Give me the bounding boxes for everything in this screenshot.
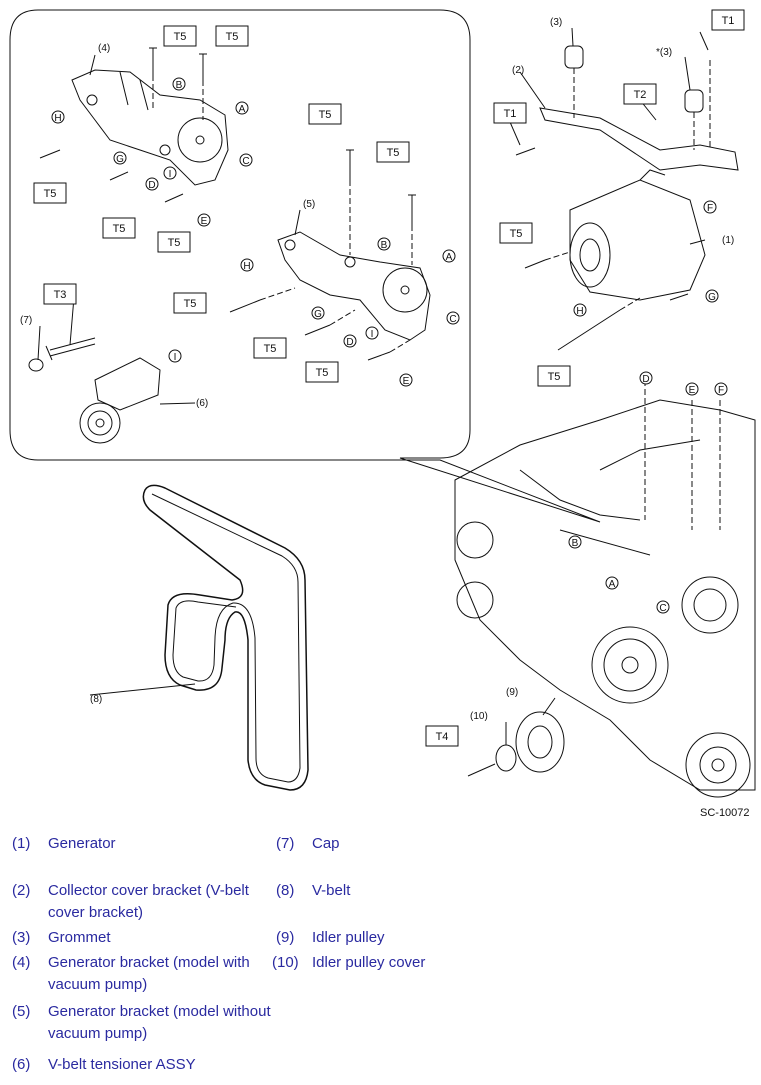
torque-tag: T1 [504,108,517,120]
letter-marker: B [176,80,183,91]
part-callout: (10) [470,711,488,722]
letter-marker: G [314,309,322,320]
letter-marker: A [609,579,616,590]
letter-marker: C [659,603,666,614]
parts-legend: (1)Generator (2)Collector cover bracket … [12,835,426,1073]
torque-tag: T5 [168,237,181,249]
part-callout: (9) [506,687,518,698]
generator-bracket-with-vacuum-pump [71,69,229,186]
part-callout: (8) [90,694,102,705]
torque-tag: T4 [436,731,449,743]
part-callout: (4) [98,43,110,54]
idler-pulley-cover [495,744,517,772]
letter-marker: I [174,352,177,363]
torque-tag: T5 [184,298,197,310]
letter-marker: A [446,252,453,263]
letter-marker: D [346,337,353,348]
generator-bracket-without-vacuum-pump [277,231,431,341]
letter-marker: C [449,314,456,325]
letter-marker: D [642,374,649,385]
letter-marker: B [381,240,388,251]
letter-marker: F [718,385,724,396]
exploded-diagram: T5 T5 T5 T5 T5 T5 T5 T5 T5 T5 T3 T1 T2 T… [9,9,756,798]
collector-cover-bracket [539,107,739,171]
part-callout: (6) [196,398,208,409]
torque-tag: T5 [174,31,187,43]
torque-tag: T3 [54,289,67,301]
letter-marker: E [201,216,208,227]
torque-tag: T5 [113,223,126,235]
detail-inset-frame [9,9,601,523]
part-callout: (7) [20,315,32,326]
torque-tag: T5 [226,31,239,43]
v-belt [142,484,309,791]
letter-marker: E [403,376,410,387]
bolt-t4 [467,763,496,777]
letter-marker: G [116,154,124,165]
idler-pulley [515,711,565,773]
letter-marker: H [576,306,583,317]
letter-marker: H [243,261,250,272]
torque-tag: T5 [264,343,277,355]
torque-tag: T5 [548,371,561,383]
torque-tag: T5 [316,367,329,379]
letter-marker: E [689,385,696,396]
letter-marker: I [169,169,172,180]
engine-block [454,399,756,798]
part-callout: (5) [303,199,315,210]
v-belt-tensioner [79,357,161,444]
figure-id: SC-10072 [700,807,750,819]
generator [569,169,706,301]
letter-marker: H [54,113,61,124]
torque-tag: T2 [634,89,647,101]
torque-tag: T5 [510,228,523,240]
part-callout: *(3) [656,47,672,58]
torque-tag: T5 [387,147,400,159]
cap [28,358,44,372]
part-callout: (2) [512,65,524,76]
part-callout: (3) [550,17,562,28]
letter-marker: B [572,538,579,549]
letter-marker: G [708,292,716,303]
torque-tag: T1 [722,15,735,27]
letter-marker: D [148,180,155,191]
part-callout: (1) [722,235,734,246]
torque-tag: T5 [44,188,57,200]
grommet-star [684,89,704,113]
letter-marker: C [242,156,249,167]
torque-tag: T5 [319,109,332,121]
bolt-t3 [45,337,96,361]
grommet [564,45,584,69]
letter-marker: F [707,203,713,214]
letter-marker: I [371,329,374,340]
letter-marker: A [239,104,246,115]
